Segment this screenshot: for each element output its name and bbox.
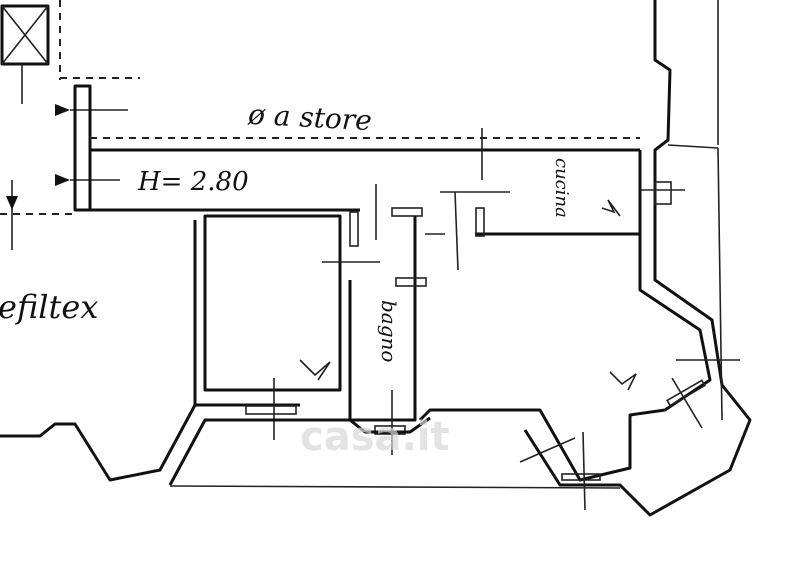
left-room [193, 214, 342, 440]
elevator-shaft [0, 0, 140, 104]
neighbour-label: efiltex [0, 288, 98, 326]
terrace-outline [0, 404, 621, 489]
bathroom [322, 216, 427, 455]
stairs-label: ø a store [246, 98, 372, 137]
living-room [418, 0, 752, 517]
watermark: casa.it [300, 414, 450, 460]
bathroom-label: bagno [377, 300, 401, 362]
radiator-symbols [6, 104, 128, 250]
kitchen-label: cucina [551, 158, 572, 218]
ceiling-height-label: H= 2.80 [137, 167, 249, 197]
corridor [90, 128, 640, 271]
